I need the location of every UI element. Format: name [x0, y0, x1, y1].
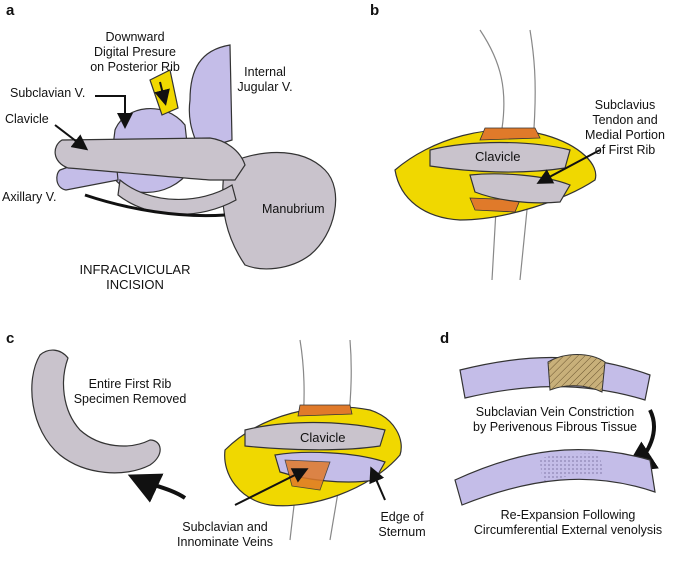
- label-pressure-line-2: Digital Presure: [94, 45, 176, 59]
- panel-b-illustration: [394, 29, 601, 281]
- label-veins: Subclavian and Innominate Veins: [160, 520, 290, 550]
- label-ijv-line-1: Internal: [244, 65, 286, 79]
- clavicle-bone: [54, 137, 246, 181]
- label-expansion-line-1: Re-Expansion Following: [500, 508, 636, 522]
- label-rib-line-1: Entire First Rib: [88, 377, 172, 391]
- label-axillary-vein: Axillary V.: [2, 190, 57, 204]
- label-clavicle-c: Clavicle: [300, 430, 346, 445]
- panel-d-illustration: [454, 354, 659, 506]
- label-veins-line-2: Innominate Veins: [177, 535, 273, 549]
- label-veins-line-1: Subclavian and: [182, 520, 268, 534]
- label-removed-rib: Entire First Rib Specimen Removed: [70, 377, 190, 407]
- muscle-layer: [479, 127, 541, 141]
- infraclavicular-incision-line: [84, 193, 226, 218]
- label-re-expansion: Re-Expansion Following Circumferential E…: [458, 508, 678, 538]
- label-expansion-line-2: Circumferential External venolysis: [473, 523, 663, 537]
- label-subclavian-vein: Subclavian V.: [10, 86, 86, 100]
- label-tendon-line-2: Tendon and: [592, 113, 658, 127]
- label-pressure-line-3: on Posterior Rib: [90, 60, 180, 74]
- label-incision-line-2: INCISION: [106, 277, 164, 292]
- label-rib-line-2: Specimen Removed: [73, 392, 187, 406]
- panel-letter-d: d: [440, 330, 450, 347]
- label-internal-jugular: Internal Jugular V.: [225, 65, 305, 95]
- label-ijv-line-2: Jugular V.: [237, 80, 293, 94]
- label-pressure: Downward Digital Presure on Posterior Ri…: [75, 30, 195, 75]
- label-constriction: Subclavian Vein Constriction by Periveno…: [455, 405, 655, 435]
- label-manubrium: Manubrium: [262, 202, 325, 216]
- label-constriction-line-2: by Perivenous Fibrous Tissue: [473, 420, 637, 434]
- panel-c-illustration: [31, 339, 402, 541]
- panel-letter-a: a: [6, 2, 15, 19]
- internal-jugular-vein: [188, 44, 233, 151]
- label-tendon-line-3: Medial Portion: [585, 128, 665, 142]
- removed-first-rib: [31, 349, 161, 474]
- label-tendon-line-4: of First Rib: [594, 143, 656, 157]
- label-subclavius-tendon: Subclavius Tendon and Medial Portion of …: [570, 98, 680, 158]
- label-sternum-line-1: Edge of: [380, 510, 424, 524]
- label-clavicle-a: Clavicle: [5, 112, 49, 126]
- label-edge-sternum: Edge of Sternum: [362, 510, 442, 540]
- manubrium-bone: [222, 152, 337, 270]
- panel-letter-b: b: [370, 2, 380, 19]
- clavicle-c: [244, 421, 386, 451]
- label-constriction-line-1: Subclavian Vein Constriction: [475, 405, 635, 419]
- panel-letter-c: c: [6, 330, 15, 347]
- label-sternum-line-2: Sternum: [378, 525, 426, 539]
- label-clavicle-b: Clavicle: [475, 149, 521, 164]
- label-tendon-line-1: Subclavius: [594, 98, 656, 112]
- panel-a-illustration: [54, 44, 337, 270]
- label-incision-line-1: INFRACLVICULAR: [79, 262, 191, 277]
- label-incision: INFRACLVICULAR INCISION: [60, 262, 210, 292]
- label-pressure-line-1: Downward: [105, 30, 165, 44]
